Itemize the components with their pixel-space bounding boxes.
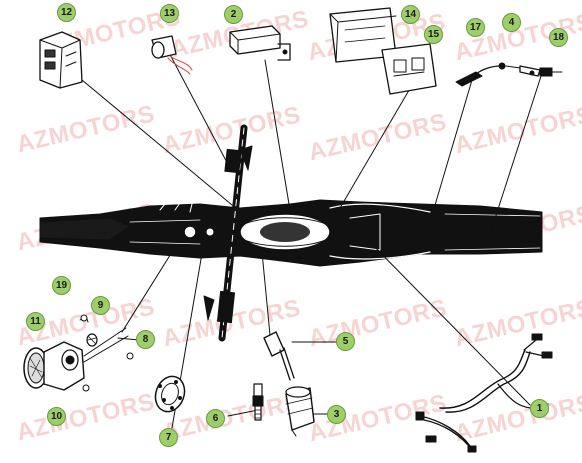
switch-part (151, 35, 193, 75)
callout-3[interactable]: 3 (327, 405, 346, 424)
callout-19[interactable]: 19 (52, 276, 71, 295)
ignition-coil-part (285, 386, 315, 437)
horn-part (154, 375, 186, 413)
callout-1[interactable]: 1 (530, 399, 549, 418)
callout-10[interactable]: 10 (47, 407, 66, 426)
callout-13[interactable]: 13 (160, 4, 179, 23)
callout-5[interactable]: 5 (336, 332, 355, 351)
callout-2[interactable]: 2 (224, 5, 243, 24)
callout-4[interactable]: 4 (502, 13, 521, 32)
callout-7[interactable]: 7 (159, 428, 178, 447)
callout-6[interactable]: 6 (206, 409, 225, 428)
callout-18[interactable]: 18 (549, 28, 568, 47)
callout-12[interactable]: 12 (57, 3, 76, 22)
relay-part (229, 25, 291, 61)
callout-9[interactable]: 9 (91, 296, 110, 315)
callout-17[interactable]: 17 (466, 18, 485, 37)
callout-15[interactable]: 15 (424, 25, 443, 44)
wiring-harness-part (415, 333, 553, 453)
brake-switch-part (455, 62, 563, 87)
callout-8[interactable]: 8 (136, 330, 155, 349)
regulator-part (39, 31, 83, 89)
leader-lines (69, 44, 544, 429)
spark-plug-part (252, 383, 264, 421)
headlight-part (23, 314, 134, 392)
fuse-box-part (329, 7, 437, 95)
motorcycle-top-view (39, 124, 543, 342)
callout-14[interactable]: 14 (401, 5, 420, 24)
plug-cap-part (263, 331, 295, 381)
callout-11[interactable]: 11 (26, 312, 45, 331)
